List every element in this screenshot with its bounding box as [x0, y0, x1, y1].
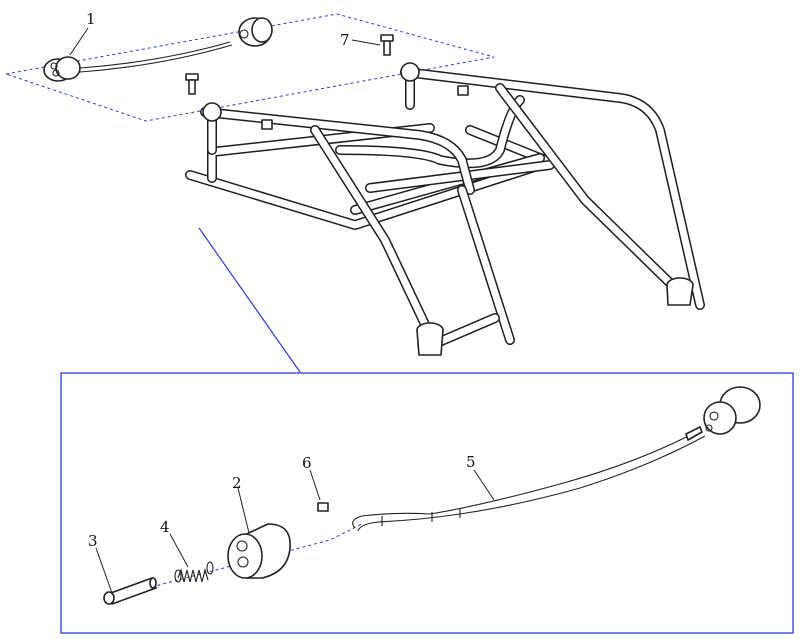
part-4-spring: [169, 533, 214, 583]
callout-label-2: 2: [232, 474, 242, 492]
detail-box: [60, 372, 794, 634]
callout-label-7: 7: [340, 31, 350, 49]
callout-label-6: 6: [302, 454, 312, 472]
callout-label-1: 1: [86, 10, 96, 28]
callout-label-5: 5: [466, 453, 476, 471]
detail-connector-line: [198, 227, 301, 373]
part-5-cable: [352, 386, 761, 532]
mounting-plane-outline: [5, 13, 495, 122]
pin-lock-assembly-small: [43, 17, 273, 82]
part-6-clip: [309, 469, 329, 512]
part-2-lock-body: [227, 487, 291, 579]
mounting-pin-left: [185, 73, 199, 95]
callout-label-4: 4: [160, 518, 170, 536]
roll-cage-frame: [5, 13, 705, 356]
mounting-pin-right: [380, 34, 394, 56]
callout-label-3: 3: [88, 532, 98, 550]
part-3-pin: [95, 547, 157, 605]
